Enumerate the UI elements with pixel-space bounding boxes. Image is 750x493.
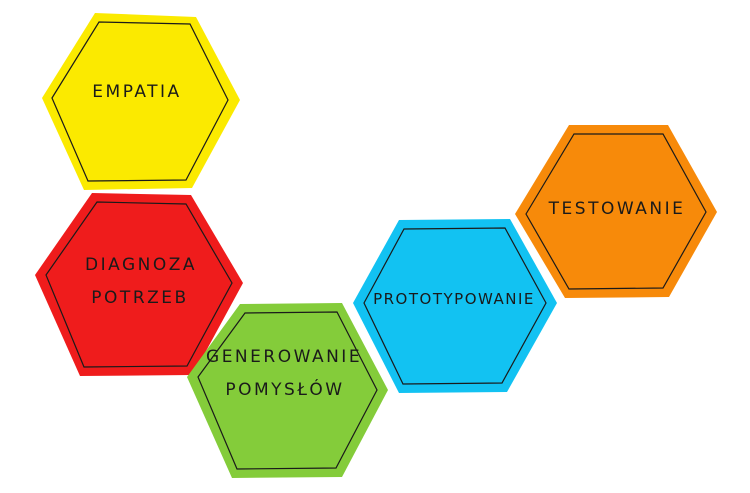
hexagon-outline-prototypowanie xyxy=(363,227,547,385)
stage-testowanie: TESTOWANIE xyxy=(515,125,717,298)
stage-empatia: EMPATIA xyxy=(42,13,240,190)
stage-prototypowanie: PROTOTYPOWANIE xyxy=(353,219,557,393)
label-testowanie: TESTOWANIE xyxy=(548,199,686,219)
label-empatia: EMPATIA xyxy=(92,82,181,102)
hexagon-empatia xyxy=(42,13,240,190)
hexagon-generowanie-pomyslow xyxy=(187,303,388,478)
stage-diagnoza-potrzeb: DIAGNOZA POTRZEB xyxy=(35,193,243,376)
hexagon-diagnoza-potrzeb xyxy=(35,193,243,376)
label-prototypowanie: PROTOTYPOWANIE xyxy=(373,290,535,308)
label-generowanie-pomyslow: GENEROWANIE POMYSŁÓW xyxy=(206,347,370,400)
label-diagnoza-potrzeb: DIAGNOZA POTRZEB xyxy=(85,255,205,308)
hexagon-prototypowanie xyxy=(353,219,557,393)
hexagon-outline-diagnoza-potrzeb xyxy=(45,201,233,368)
hexagon-outline-generowanie-pomyslow xyxy=(197,311,378,470)
hexagon-testowanie xyxy=(515,125,717,298)
stage-generowanie-pomyslow: GENEROWANIE POMYSŁÓW xyxy=(187,303,388,478)
hexagon-outline-testowanie xyxy=(525,133,707,290)
hexagon-outline-empatia xyxy=(51,21,229,182)
